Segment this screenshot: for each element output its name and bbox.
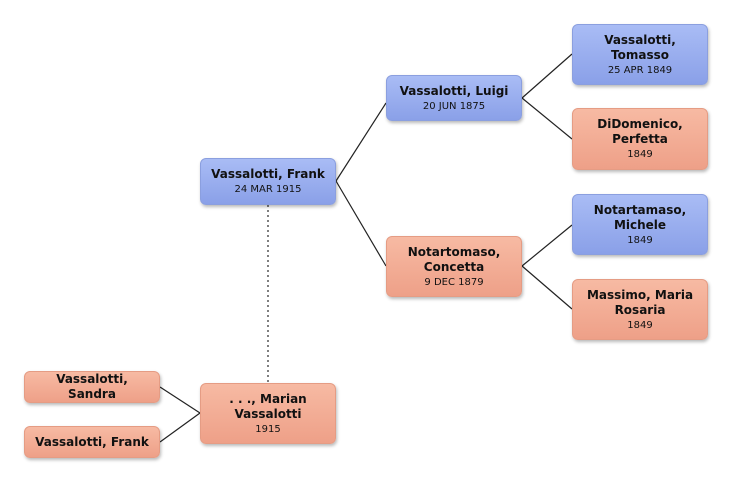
person-box-tomasso[interactable]: Vassalotti, Tomasso 25 APR 1849 <box>572 24 708 85</box>
connector-concetta-to-maria-rosaria <box>521 265 573 310</box>
person-date: 1849 <box>627 319 653 331</box>
person-name: Notartomaso, Concetta <box>407 244 501 274</box>
person-box-maria-rosaria[interactable]: Massimo, Maria Rosaria 1849 <box>572 279 708 340</box>
person-date: 1849 <box>627 149 653 160</box>
connector-concetta-to-michele <box>521 224 573 267</box>
person-box-frank-1915[interactable]: Vassalotti, Frank 24 MAR 1915 <box>200 158 336 205</box>
person-box-concetta[interactable]: Notartomaso, Concetta 9 DEC 1879 <box>386 236 522 297</box>
connector-marian-to-frank-child <box>159 412 201 443</box>
person-name: . . ., Marian Vassalotti <box>229 391 307 421</box>
person-name: Vassalotti, Frank <box>35 434 149 449</box>
person-box-frank-child[interactable]: Vassalotti, Frank <box>24 426 160 458</box>
person-date: 20 JUN 1875 <box>422 100 486 112</box>
connector-luigi-to-tomasso <box>521 53 573 99</box>
person-date: 9 DEC 1879 <box>424 276 484 288</box>
person-name: Vassalotti, Frank <box>211 167 325 181</box>
person-box-michele[interactable]: Notartamaso, Michele 1849 <box>572 194 708 255</box>
person-date: 1915 <box>255 423 281 435</box>
person-name: Notartamaso, Michele <box>593 202 687 232</box>
person-name: Vassalotti, Sandra <box>56 372 128 401</box>
person-box-luigi[interactable]: Vassalotti, Luigi 20 JUN 1875 <box>386 75 522 121</box>
person-date: 24 MAR 1915 <box>234 184 302 195</box>
person-name: DiDomenico, Perfetta <box>597 117 683 146</box>
person-date: 25 APR 1849 <box>607 64 673 76</box>
person-name: Massimo, Maria Rosaria <box>586 287 694 317</box>
connector-luigi-to-perfetta <box>521 97 573 140</box>
person-name: Vassalotti, Tomasso <box>604 32 676 62</box>
person-box-sandra[interactable]: Vassalotti, Sandra <box>24 371 160 403</box>
person-date: 1849 <box>627 234 653 246</box>
connector-frank-to-luigi <box>335 102 387 182</box>
connector-frank-to-concetta <box>335 180 387 267</box>
person-box-perfetta[interactable]: DiDomenico, Perfetta 1849 <box>572 108 708 170</box>
connector-marian-to-sandra <box>159 386 201 414</box>
person-box-marian[interactable]: . . ., Marian Vassalotti 1915 <box>200 383 336 444</box>
person-name: Vassalotti, Luigi <box>399 83 509 98</box>
